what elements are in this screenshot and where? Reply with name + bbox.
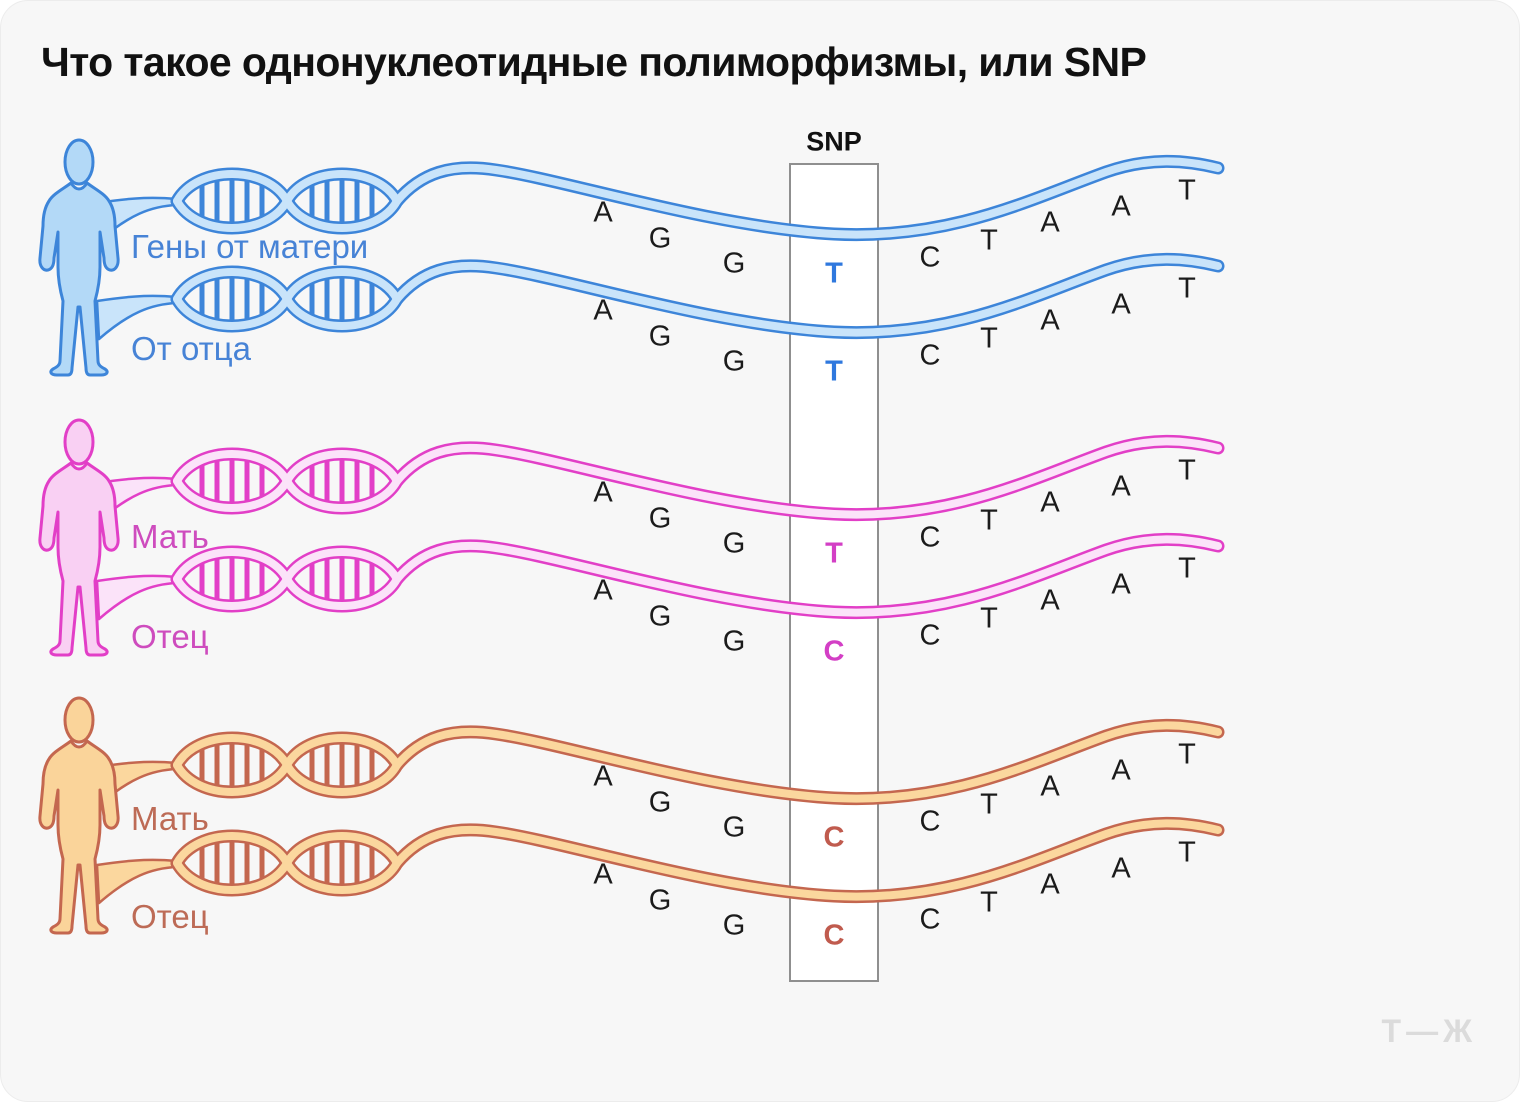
strand-label-orange-father: Отец	[131, 898, 209, 935]
base-letter: C	[919, 241, 941, 274]
strand-label-pink-father: Отец	[131, 618, 209, 655]
base-letter: T	[1178, 174, 1196, 207]
base-letter: C	[919, 521, 941, 554]
snp-base-letter: C	[823, 919, 845, 952]
base-letter: T	[1178, 272, 1196, 305]
base-letter: A	[1111, 568, 1131, 601]
base-letter: T	[1178, 836, 1196, 869]
base-letter: A	[593, 858, 613, 891]
base-letter: T	[1178, 738, 1196, 771]
page-title: Что такое однонуклеотидные полиморфизмы,…	[41, 39, 1147, 85]
base-letter: A	[593, 760, 613, 793]
base-letter: A	[1111, 288, 1131, 321]
base-letter: A	[1111, 852, 1131, 885]
base-letter: A	[1040, 206, 1060, 239]
base-letter: A	[1111, 470, 1131, 503]
base-letter: A	[1040, 584, 1060, 617]
base-letter: G	[722, 909, 746, 942]
strand-label-blue-mother: Гены от матери	[131, 228, 369, 265]
base-letter: C	[919, 805, 941, 838]
base-letter: G	[722, 247, 746, 280]
base-letter: T	[1178, 454, 1196, 487]
snp-column-label: SNP	[806, 126, 862, 157]
base-letter: C	[919, 619, 941, 652]
base-letter: G	[648, 600, 672, 633]
base-letter: G	[648, 320, 672, 353]
person-silhouette-blue	[39, 140, 119, 375]
base-letter: G	[722, 625, 746, 658]
snp-base-letter: C	[823, 635, 845, 668]
base-letter: A	[1040, 304, 1060, 337]
snp-base-letter: C	[823, 821, 845, 854]
base-letter: G	[648, 502, 672, 535]
snp-base-letter: T	[825, 537, 843, 570]
base-letter: C	[919, 339, 941, 372]
base-letter: T	[980, 886, 998, 919]
base-letter: T	[980, 224, 998, 257]
base-letter: A	[1111, 754, 1131, 787]
base-letter: G	[722, 345, 746, 378]
base-letter: T	[980, 602, 998, 635]
strand-label-blue-father: От отца	[131, 330, 251, 367]
base-letter: C	[919, 903, 941, 936]
base-letter: T	[980, 322, 998, 355]
base-letter: G	[648, 786, 672, 819]
base-letter: T	[980, 788, 998, 821]
base-letter: G	[722, 527, 746, 560]
base-letter: T	[980, 504, 998, 537]
base-letter: T	[1178, 552, 1196, 585]
tj-logo: Т—Ж	[1381, 1013, 1477, 1049]
base-letter: G	[648, 884, 672, 917]
base-letter: A	[1040, 486, 1060, 519]
base-letter: A	[1040, 770, 1060, 803]
person-silhouette-orange	[39, 698, 119, 933]
base-letter: A	[593, 574, 613, 607]
base-letter: G	[648, 222, 672, 255]
snp-base-letter: T	[825, 355, 843, 388]
snp-base-letter: T	[825, 257, 843, 290]
base-letter: A	[593, 294, 613, 327]
base-letter: G	[722, 811, 746, 844]
strand-label-pink-mother: Мать	[131, 518, 209, 555]
base-letter: A	[1111, 190, 1131, 223]
base-letter: A	[593, 196, 613, 229]
base-letter: A	[593, 476, 613, 509]
person-silhouette-pink	[39, 420, 119, 655]
base-letter: A	[1040, 868, 1060, 901]
strand-label-orange-mother: Мать	[131, 800, 209, 837]
